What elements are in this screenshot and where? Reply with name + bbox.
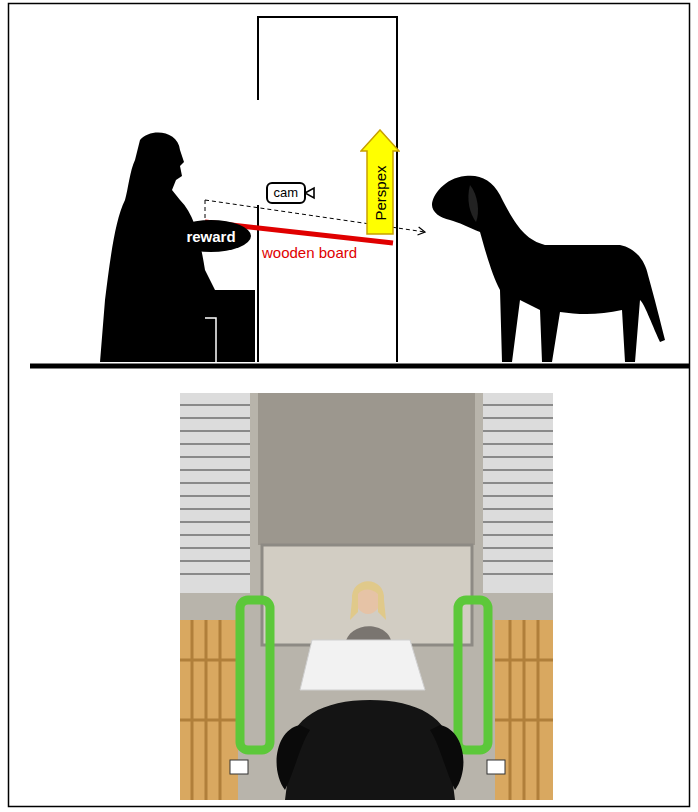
setup-photo	[180, 393, 553, 800]
window-blind	[180, 393, 250, 593]
dog-ear-photo	[277, 725, 310, 790]
green-holder	[458, 600, 488, 750]
sight-line	[205, 200, 206, 221]
node-text: cam	[274, 185, 299, 201]
lamp	[230, 760, 248, 774]
node-text: Perspex	[372, 165, 389, 220]
screen-panel	[258, 393, 475, 545]
photo-background	[180, 393, 553, 800]
perspex-window	[262, 545, 472, 645]
person-hair	[350, 581, 386, 620]
lamp	[487, 760, 505, 774]
perspex-arrow: Perspex	[360, 129, 400, 235]
cushion-outline	[205, 318, 216, 362]
blind-slats	[483, 405, 553, 574]
green-holder	[240, 600, 270, 750]
camera-label: cam	[266, 182, 307, 204]
dog-ear	[468, 185, 478, 222]
arrow-outline	[361, 130, 399, 234]
figure-frame	[9, 4, 690, 807]
part-label: wooden board	[262, 244, 357, 261]
window-blind	[483, 393, 553, 593]
label-text: wooden board	[262, 244, 357, 261]
node-text: reward	[186, 228, 235, 245]
dog-head-photo	[285, 700, 455, 800]
blind-slats	[180, 405, 250, 574]
dog-ear-photo	[430, 725, 463, 790]
camera-lens	[304, 186, 316, 200]
door-frame	[258, 17, 397, 362]
wooden-board-photo	[300, 640, 425, 690]
ground-line	[30, 364, 690, 369]
dog-silhouette	[432, 176, 665, 362]
fence-bars	[180, 620, 238, 800]
wooden-fence	[180, 620, 238, 800]
camera-lens-shape	[305, 188, 314, 198]
reward-ellipse: reward	[171, 220, 251, 252]
person-silhouette	[100, 133, 255, 362]
